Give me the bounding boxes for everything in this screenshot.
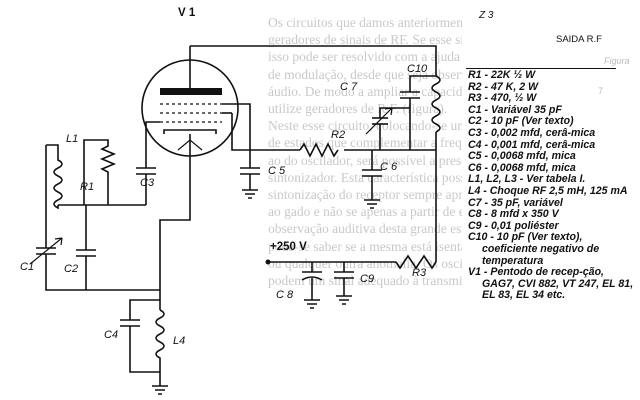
screen-wire — [231, 113, 300, 151]
tank-circuit: C10 C 7 — [340, 63, 441, 205]
parts-list-item: L1, L2, L3 - Ver tabela I. — [468, 173, 586, 186]
screen-network: R2 C 5 C 6 — [231, 113, 436, 209]
bg-line: ou qualquer outra anomalia. Os oscilador… — [268, 255, 502, 271]
c9-label: C9 — [360, 273, 374, 285]
parts-list-rule — [466, 68, 616, 69]
parts-list-item: V1 - Pentodo de recep-ção, GAG7, CVI 882… — [468, 266, 634, 302]
tube-v1: V 1 — [141, 7, 251, 157]
parts-list-item: R3 - 470, ½ W — [468, 92, 537, 105]
parts-list-item: R2 - 47 K, 2 W — [468, 80, 539, 93]
r3-label: R3 — [412, 267, 427, 279]
parts-list-item: R1 - 22K ½ W — [468, 69, 536, 81]
c1-arrow-head — [54, 237, 63, 246]
r2-label: R2 — [331, 129, 345, 141]
bg-line: sintonizador. Esta característica possib… — [268, 169, 507, 185]
resistor-r1 — [83, 139, 117, 205]
c6-label: C 6 — [380, 161, 398, 173]
parts-list-item: C7 - 35 pF, variável — [468, 196, 563, 209]
supply-voltage-label: +250 V — [270, 241, 307, 253]
plate-bus — [190, 45, 437, 76]
supply-network: R3 +250 V C 8 C9 — [265, 205, 437, 309]
output-coil-label: Z 3 — [479, 10, 494, 21]
c1-label: C1 — [20, 261, 34, 273]
side-page-number: 7 — [598, 86, 604, 96]
parts-list-item: C1 - Variável 35 pF — [468, 103, 562, 116]
g1-lead — [145, 121, 160, 150]
c5-label: C 5 — [268, 165, 286, 177]
cathode-network: L4 C4 — [104, 156, 191, 395]
parts-list-item: L4 - Choque RF 2,5 mH, 125 mA — [468, 184, 628, 197]
g3-lead — [222, 103, 251, 150]
c4-lead-bottom — [129, 326, 160, 373]
output-label: SAIDA R.F — [556, 34, 602, 45]
grid-tank: C3 L1 R1 C1 C2 — [20, 133, 160, 291]
c10-label: C10 — [407, 63, 428, 75]
bg-line: Neste esse circuito, colocando-se um ind… — [268, 118, 523, 134]
l1-label: L1 — [66, 133, 78, 145]
ground-icon — [242, 189, 258, 199]
resistor-r2 — [299, 142, 339, 158]
parts-panel — [462, 8, 640, 400]
r1-label: R1 — [80, 181, 94, 193]
parts-list-item: C5 - 0,0068 mfd, mica — [468, 150, 576, 163]
ground-icon — [336, 295, 352, 305]
c1-variable-arrow — [29, 237, 63, 265]
ground-icon — [304, 299, 320, 309]
c7-variable-arrow — [365, 107, 393, 135]
choke-l4 — [155, 309, 165, 372]
supply-terminal — [265, 259, 271, 265]
c7-top-lead — [379, 107, 410, 118]
l4-label: L4 — [173, 335, 185, 347]
c4-label: C4 — [104, 329, 118, 341]
coil-l1 — [46, 144, 63, 210]
tube-cathode — [163, 129, 217, 134]
bg-line: sintonização do receptor sempre aproxima… — [268, 187, 510, 203]
ground-icon — [364, 199, 380, 209]
resistor-r3 — [395, 254, 437, 270]
bg-line: utilize geradores de R.F. (figura). — [268, 101, 448, 117]
parts-list: R1 - 22K ½ W R2 - 47 K, 2 W R3 - 470, ½ … — [468, 69, 638, 302]
parts-list-item: C10 - 10 pF (Ver texto), coeficiente neg… — [468, 231, 600, 267]
coil-l3 — [431, 75, 441, 133]
parts-list-item: C6 - 0,0068 mfd, mica — [468, 161, 576, 174]
side-figure-mark: Figura — [604, 56, 630, 66]
c1-lead-bottom — [45, 254, 160, 291]
bg-line: ao do oscilador, será possível a presenç… — [268, 152, 523, 168]
c2-label: C2 — [64, 263, 78, 275]
c4-lead — [129, 299, 160, 320]
parts-list-item: C4 - 0,001 mfd, cerâ-mica — [468, 138, 596, 151]
ground-icon — [152, 385, 168, 395]
tube-label: V 1 — [178, 7, 196, 19]
c8-plate-b — [301, 276, 323, 281]
parts-list-item: C3 - 0,002 mfd, cerâ-mica — [468, 126, 596, 139]
c7-label: C 7 — [340, 81, 358, 93]
parts-list-item: C8 - 8 mfd x 350 V — [468, 208, 559, 221]
parts-list-item: C9 - 0,01 poliéster — [468, 219, 559, 232]
cathode-wire — [159, 156, 191, 310]
c3-label: C3 — [140, 177, 155, 189]
c10-lead — [409, 75, 436, 92]
tube-plate — [160, 88, 222, 95]
parts-list-item: C2 - 10 pF (Ver texto) — [468, 115, 574, 128]
c8-label: C 8 — [276, 289, 294, 301]
